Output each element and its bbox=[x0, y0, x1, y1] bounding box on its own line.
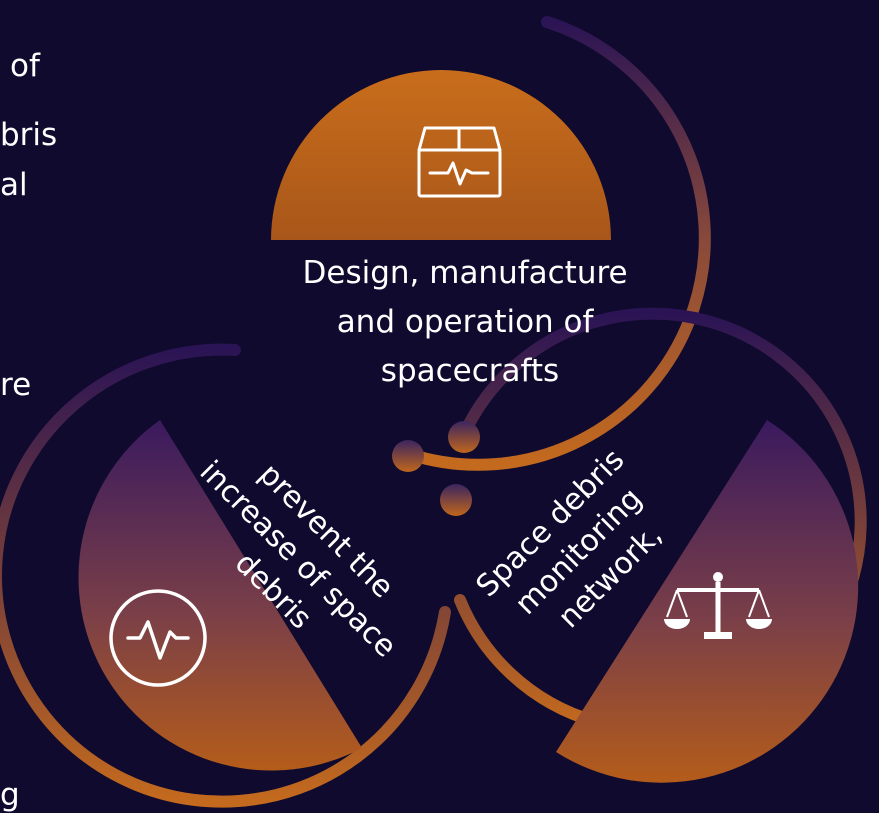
segment-left bbox=[0, 343, 451, 808]
box-pulse-icon bbox=[417, 126, 502, 198]
ring-top bbox=[403, 16, 711, 471]
left-text-fragment-5: g bbox=[0, 777, 20, 813]
left-text-fragment-4: re bbox=[0, 367, 32, 403]
segment-top bbox=[271, 16, 711, 471]
segment-top-fill bbox=[271, 70, 611, 240]
ring-knob-3 bbox=[440, 484, 472, 516]
ring-knob-2 bbox=[448, 421, 480, 453]
segment-top-label-line-2: and operation of bbox=[337, 304, 595, 340]
left-text-fragment-1: of bbox=[10, 48, 40, 84]
left-text-fragment-2: bris bbox=[0, 117, 58, 153]
segment-top-label: Design, manufacture and operation of spa… bbox=[303, 255, 638, 389]
left-text-fragment-3: al bbox=[0, 167, 28, 203]
pulse-circle-icon bbox=[109, 589, 207, 687]
segment-top-label-line-3: spacecrafts bbox=[381, 353, 559, 389]
scales-icon bbox=[664, 572, 772, 639]
segment-right-fill bbox=[556, 420, 859, 783]
ring-left bbox=[0, 343, 451, 808]
ring-knob-1 bbox=[392, 440, 424, 472]
segment-right bbox=[454, 307, 867, 783]
segment-top-label-line-1: Design, manufacture bbox=[303, 255, 628, 291]
